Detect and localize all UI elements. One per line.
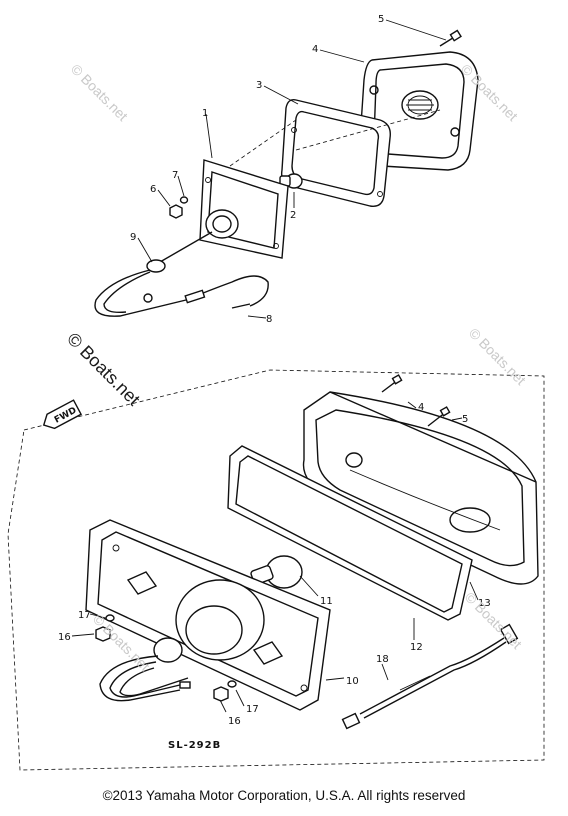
- part-cable-bottom: [341, 623, 519, 730]
- part-bulb-bottom: [250, 555, 319, 597]
- part-base-plate-bottom: [85, 519, 331, 711]
- callout-1-top: 1: [202, 108, 208, 119]
- part-base-plate-top: [199, 159, 289, 259]
- callout-13-bottom: 13: [478, 598, 491, 609]
- callout-17-bottom-a: 17: [78, 610, 91, 621]
- copyright-notice: ©2013 Yamaha Motor Corporation, U.S.A. A…: [102, 788, 466, 803]
- callout-5-top: 5: [378, 14, 384, 25]
- watermark: © Boats.net: [63, 329, 144, 410]
- part-wiring-top: [94, 231, 269, 317]
- callout-18-bottom: 18: [376, 654, 389, 665]
- part-gasket-top: [280, 98, 391, 207]
- diagram-code: SL-292B: [168, 740, 221, 751]
- bottom-assembly: FWD: [7, 369, 545, 771]
- part-wiring-bottom: [99, 655, 191, 702]
- top-assembly: [94, 19, 479, 319]
- watermark: © Boats.net: [68, 61, 131, 124]
- callout-16-bottom-b: 16: [228, 716, 241, 727]
- callout-8-top: 8: [266, 314, 272, 325]
- callout-2-top: 2: [290, 210, 296, 221]
- callout-17-bottom-b: 17: [246, 704, 259, 715]
- callout-5-bottom: 5: [462, 414, 468, 425]
- callout-16-bottom-a: 16: [58, 632, 71, 643]
- callout-12-bottom: 12: [410, 642, 423, 653]
- front-direction-mark: FWD: [42, 399, 83, 430]
- watermark: © Boats.net: [462, 589, 525, 652]
- callout-11-bottom: 11: [320, 596, 333, 607]
- callout-9-top: 9: [130, 232, 136, 243]
- callout-4-bottom: 4: [418, 402, 424, 413]
- callout-3-top: 3: [256, 80, 262, 91]
- part-nut-washer-top: [169, 196, 189, 219]
- watermark: © Boats.net: [466, 325, 529, 388]
- callout-10-bottom: 10: [346, 676, 359, 687]
- callout-6-top: 6: [150, 184, 156, 195]
- callout-4-top: 4: [312, 44, 318, 55]
- part-bulb-top: [279, 173, 303, 189]
- callout-7-top: 7: [172, 170, 178, 181]
- part-nuts-bottom: [95, 614, 237, 702]
- part-screw-top: [439, 29, 462, 47]
- part-screws-bottom: [381, 374, 451, 427]
- part-gasket-bottom: [227, 445, 473, 621]
- callouts: 5 4 3 1 7 6 2 9 8 4 5 11 13 17 16 12 18 …: [58, 14, 491, 751]
